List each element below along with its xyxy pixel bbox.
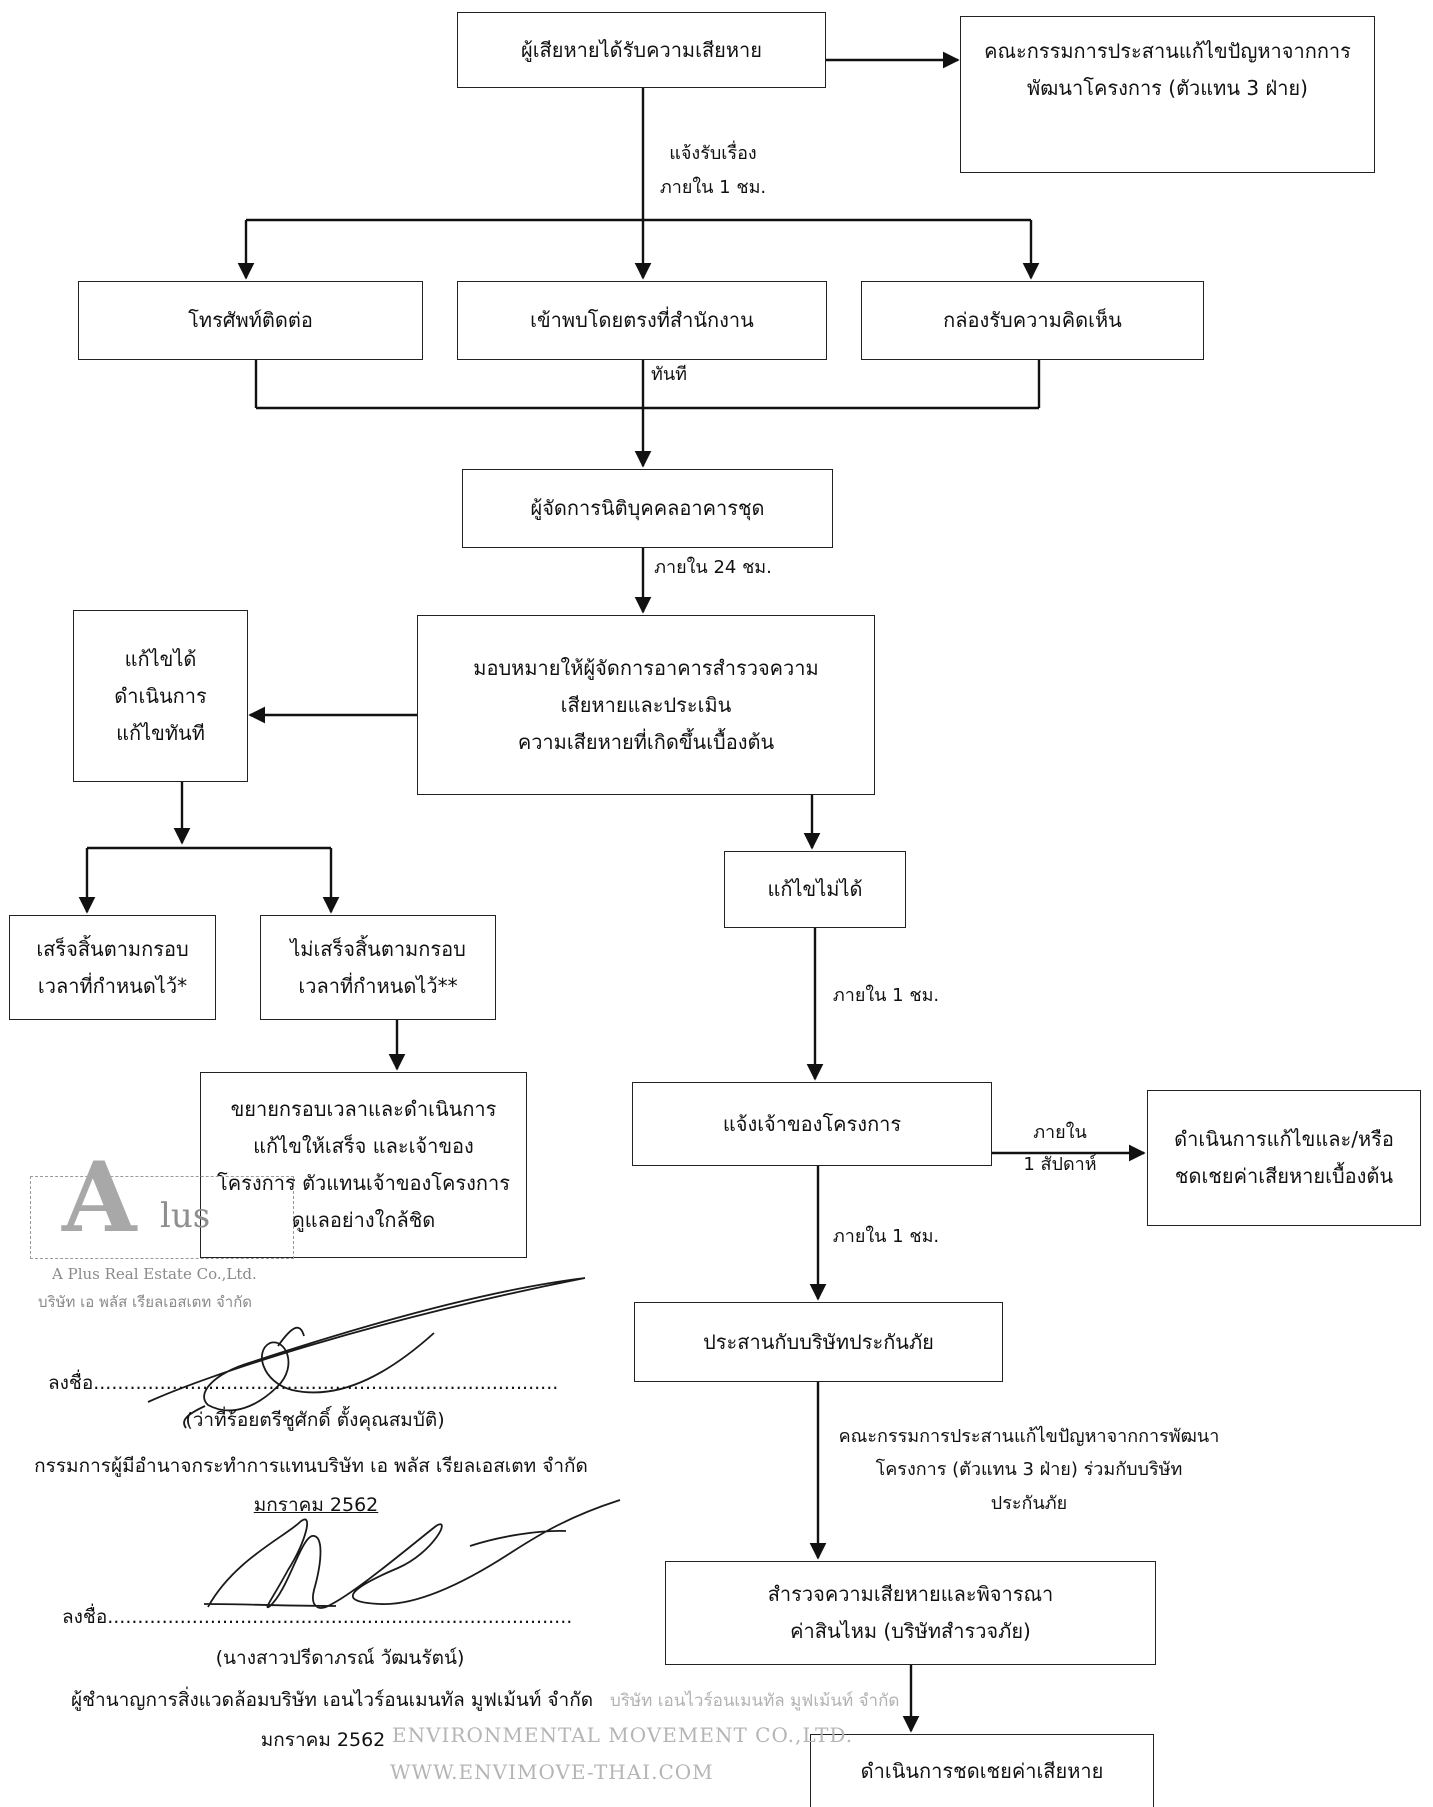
label-within-1week-line-1: ภายใน <box>1033 1122 1087 1143</box>
stamp-aplus-line-1: A Plus Real Estate Co.,Ltd. <box>52 1265 257 1283</box>
box-committee: คณะกรรมการประสานแก้ไขปัญหาจากการ พัฒนาโค… <box>960 16 1375 173</box>
sig1-title: กรรมการผู้มีอำนาจกระทำการแทนบริษัท เอ พล… <box>34 1455 588 1477</box>
box-done-line-1: เสร็จสิ้นตามกรอบ <box>36 936 189 961</box>
box-survey: สำรวจความเสียหายและพิจารณา ค่าสินไหม (บร… <box>665 1561 1156 1665</box>
box-assign-line-2: เสียหายและประเมิน <box>560 692 732 717</box>
box-compensate-initial-line-2: ชดเชยค่าเสียหายเบื้องต้น <box>1174 1164 1394 1188</box>
label-report-line-1: แจ้งรับเรื่อง <box>669 143 757 164</box>
stamp-aplus-logo: A <box>62 1141 137 1254</box>
box-victim-text: ผู้เสียหายได้รับความเสียหาย <box>520 37 762 62</box>
box-manager: ผู้จัดการนิติบุคคลอาคารชุด <box>462 469 833 548</box>
label-within-24h-text: ภายใน 24 ชม. <box>654 557 772 578</box>
box-phone-text: โทรศัพท์ติดต่อ <box>188 308 313 332</box>
box-phone: โทรศัพท์ติดต่อ <box>78 281 423 360</box>
sig2-sign-line: ลงชื่อ..................................… <box>62 1606 573 1628</box>
box-committee-line-2: พัฒนาโครงการ (ตัวแทน 3 ฝ่าย) <box>1027 76 1308 100</box>
label-joint: คณะกรรมการประสานแก้ไขปัญหาจากการพัฒนา โค… <box>820 1420 1238 1520</box>
box-committee-line-1: คณะกรรมการประสานแก้ไขปัญหาจากการ <box>984 39 1351 63</box>
signature-2 <box>203 1499 621 1609</box>
box-fixable-line-3: แก้ไขทันที <box>116 720 205 745</box>
box-office: เข้าพบโดยตรงที่สำนักงาน <box>457 281 827 360</box>
box-compensate-initial-line-1: ดำเนินการแก้ไขและ/หรือ <box>1174 1127 1394 1151</box>
label-within-1h-b-text: ภายใน 1 ชม. <box>832 1226 940 1247</box>
box-done-on-time: เสร็จสิ้นตามกรอบ เวลาที่กำหนดไว้* <box>9 915 216 1020</box>
box-extend: ขยายกรอบเวลาและดำเนินการ แก้ไขให้เสร็จ แ… <box>200 1072 527 1258</box>
box-comment-text: กล่องรับความคิดเห็น <box>943 308 1122 332</box>
box-extend-line-3: โครงการ ตัวแทนเจ้าของโครงการ <box>217 1171 510 1195</box>
sig1-name: (ว่าที่ร้อยตรีชูศักดิ์ ตั้งคุณสมบัติ) <box>185 1409 445 1431</box>
box-unfixable-text: แก้ไขไม่ได้ <box>767 877 863 901</box>
box-survey-line-2: ค่าสินไหม (บริษัทสำรวจภัย) <box>790 1619 1031 1643</box>
box-done-line-2: เวลาที่กำหนดไว้* <box>37 973 188 998</box>
stamp-envi-line-2: ENVIRONMENTAL MOVEMENT CO.,LTD. <box>392 1723 854 1747</box>
label-within-1h-b: ภายใน 1 ชม. <box>826 1220 946 1254</box>
box-notify-owner-text: แจ้งเจ้าของโครงการ <box>722 1111 902 1136</box>
box-office-text: เข้าพบโดยตรงที่สำนักงาน <box>530 308 754 332</box>
box-fixable-line-2: ดำเนินการ <box>114 683 207 708</box>
label-within-1week: ภายใน 1 สัปดาห์ <box>1010 1117 1110 1180</box>
label-immediately: ทันที <box>644 358 694 392</box>
sig1-date: มกราคม 2562 <box>253 1494 379 1516</box>
box-extend-line-4: ดูแลอย่างใกล้ชิด <box>291 1208 436 1232</box>
label-immediately-text: ทันที <box>650 364 688 385</box>
box-not-done-line-2: เวลาที่กำหนดไว้** <box>298 973 458 998</box>
box-manager-text: ผู้จัดการนิติบุคคลอาคารชุด <box>530 496 765 520</box>
box-not-done-on-time: ไม่เสร็จสิ้นตามกรอบ เวลาที่กำหนดไว้** <box>260 915 496 1020</box>
box-insurance-text: ประสานกับบริษัทประกันภัย <box>703 1329 934 1354</box>
signature-1 <box>147 1277 586 1429</box>
box-notify-owner: แจ้งเจ้าของโครงการ <box>632 1082 992 1166</box>
box-assign-line-3: ความเสียหายที่เกิดขึ้นเบื้องต้น <box>517 729 775 754</box>
box-fixable: แก้ไขได้ ดำเนินการ แก้ไขทันที <box>73 610 248 782</box>
stamp-aplus-frame <box>30 1176 294 1259</box>
box-assign: มอบหมายให้ผู้จัดการอาคารสำรวจความ เสียหา… <box>417 615 875 795</box>
stamp-aplus-line-2: บริษัท เอ พลัส เรียลเอสเตท จำกัด <box>38 1293 253 1311</box>
box-fixable-line-1: แก้ไขได้ <box>124 646 197 671</box>
label-within-1h-a: ภายใน 1 ชม. <box>826 979 946 1013</box>
box-unfixable: แก้ไขไม่ได้ <box>724 851 906 928</box>
box-compensate-initial: ดำเนินการแก้ไขและ/หรือ ชดเชยค่าเสียหายเบ… <box>1147 1090 1421 1226</box>
sig1-sign-line: ลงชื่อ..................................… <box>48 1372 559 1394</box>
sig2-title: ผู้ชำนาญการสิ่งแวดล้อมบริษัท เอนไวร์อนเม… <box>70 1689 594 1711</box>
box-insurance: ประสานกับบริษัทประกันภัย <box>634 1302 1003 1382</box>
sig2-date: มกราคม 2562 <box>260 1729 386 1751</box>
box-compensate-text: ดำเนินการชดเชยค่าเสียหาย <box>860 1758 1104 1783</box>
label-within-1h-a-text: ภายใน 1 ชม. <box>832 985 940 1006</box>
label-report-line-2: ภายใน 1 ชม. <box>659 177 767 199</box>
sig2-name: (นางสาวปรีดาภรณ์ วัฒนรัตน์) <box>215 1647 465 1669</box>
box-victim: ผู้เสียหายได้รับความเสียหาย <box>457 12 826 88</box>
label-report: แจ้งรับเรื่อง ภายใน 1 ชม. <box>650 137 776 205</box>
label-joint-line-3: ประกันภัย <box>990 1492 1068 1514</box>
box-survey-line-1: สำรวจความเสียหายและพิจารณา <box>767 1582 1054 1606</box>
stamp-envi-line-1: บริษัท เอนไวร์อนเมนทัล มูฟเม้นท์ จำกัด <box>610 1691 900 1711</box>
label-joint-line-2: โครงการ (ตัวแทน 3 ฝ่าย) ร่วมกับบริษัท <box>875 1459 1183 1481</box>
label-within-1week-line-2: 1 สัปดาห์ <box>1023 1153 1097 1175</box>
box-not-done-line-1: ไม่เสร็จสิ้นตามกรอบ <box>290 936 466 961</box>
stamp-envi-line-3: WWW.ENVIMOVE-THAI.COM <box>390 1760 714 1784</box>
label-joint-line-1: คณะกรรมการประสานแก้ไขปัญหาจากการพัฒนา <box>838 1426 1220 1447</box>
stamp-aplus-logo-text: lus <box>160 1196 211 1236</box>
label-within-24h: ภายใน 24 ชม. <box>651 551 775 585</box>
box-extend-line-1: ขยายกรอบเวลาและดำเนินการ <box>230 1097 497 1121</box>
box-compensate: ดำเนินการชดเชยค่าเสียหาย <box>810 1734 1154 1807</box>
box-extend-line-2: แก้ไขให้เสร็จ และเจ้าของ <box>253 1134 474 1158</box>
box-assign-line-1: มอบหมายให้ผู้จัดการอาคารสำรวจความ <box>473 655 819 680</box>
box-comment: กล่องรับความคิดเห็น <box>861 281 1204 360</box>
